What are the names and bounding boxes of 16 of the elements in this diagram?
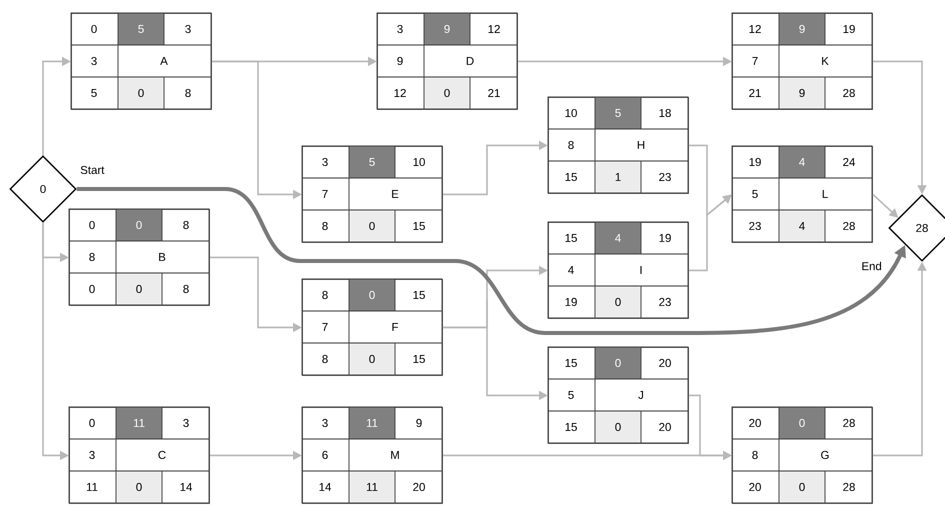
activity-table: 10 5 18 8 H 15 1 23 (548, 96, 689, 194)
milestone-label: Start (80, 166, 104, 174)
activity-table: 0 11 3 3 C 11 0 14 (68, 406, 210, 504)
activity-table: 12 9 19 7 K 21 9 28 (732, 12, 873, 110)
critical-path-arrow (76, 187, 906, 335)
activity-table: 15 0 20 5 J 15 0 20 (548, 346, 689, 444)
activity-table: 20 0 28 8 G 20 0 28 (732, 406, 873, 504)
activity-table: 0 5 3 3 A 5 0 8 (70, 12, 212, 110)
activity-table: 15 4 19 4 I 19 0 23 (548, 222, 689, 319)
activity-table: 19 4 24 5 L 23 4 28 (732, 146, 873, 243)
activity-table: 0 0 8 8 B 0 0 8 (68, 208, 210, 306)
activity-table: 3 5 10 7 E 8 0 15 (302, 146, 443, 243)
activity-table: 3 11 9 6 M 14 11 20 (302, 406, 443, 504)
activity-table: 3 9 12 9 D 12 0 21 (376, 12, 518, 110)
milestone-label: End (862, 262, 882, 270)
activity-table: 8 0 15 7 F 8 0 15 (302, 278, 443, 376)
